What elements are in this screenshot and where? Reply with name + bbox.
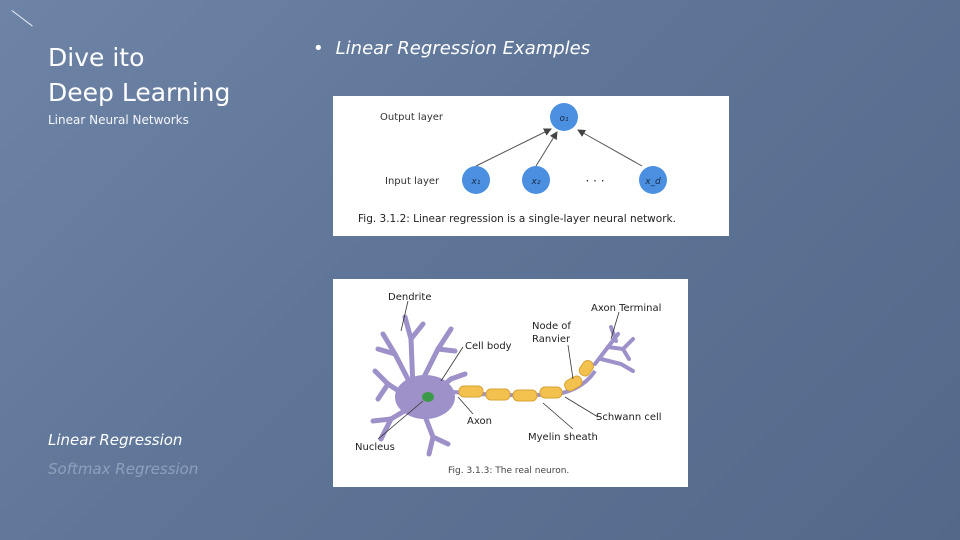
neuron-figure: Dendrite Axon Terminal Node of Ranvier C… [333,279,688,487]
presentation-title: Dive ito Deep Learning [48,40,230,110]
label-axon-terminal: Axon Terminal [591,303,661,314]
label-dendrite: Dendrite [388,292,432,303]
label-axon: Axon [467,416,492,427]
label-nucleus: Nucleus [355,442,395,453]
nav-item-linear-regression[interactable]: Linear Regression [48,431,183,449]
output-layer-label: Output layer [380,112,444,123]
node-xd [639,166,667,194]
network-figure: Output layer Input layer o₁ x₁ x₂ · · · … [333,96,729,236]
nucleus [422,392,434,402]
slide-heading-text: Linear Regression Examples [335,38,591,59]
title-line-1: Dive ito [48,43,145,72]
nodes-ellipsis: · · · [585,174,604,188]
title-line-2: Deep Learning [48,78,231,107]
slide-heading: • Linear Regression Examples [313,38,590,59]
edge-x2-o1 [535,131,558,167]
label-node-of-ranvier-1: Node of [532,321,571,332]
figure2-caption: Fig. 3.1.3: The real neuron. [448,466,569,476]
axon-terminal [593,325,635,373]
network-diagram: Output layer Input layer o₁ x₁ x₂ · · · … [358,103,676,225]
presentation-subtitle: Linear Neural Networks [48,113,189,127]
node-x1-label: x₁ [471,177,481,187]
node-x1 [462,166,490,194]
input-layer-label: Input layer [385,176,440,187]
node-o1 [550,103,578,131]
node-x2 [522,166,550,194]
nav-item-softmax-regression[interactable]: Softmax Regression [48,460,199,478]
node-x2-label: x₂ [531,177,541,187]
myelin-sheath [458,360,595,402]
label-node-of-ranvier-2: Ranvier [532,334,571,345]
node-xd-label: x_d [644,177,661,187]
label-cell-body: Cell body [465,341,512,352]
edge-xd-o1 [577,129,643,167]
node-o1-label: o₁ [559,114,569,124]
neuron-diagram: Dendrite Axon Terminal Node of Ranvier C… [355,292,662,476]
label-myelin-sheath: Myelin sheath [528,432,598,443]
bullet-icon: • [313,38,324,59]
pointer-lines [377,300,620,440]
figure1-caption: Fig. 3.1.2: Linear regression is a singl… [358,213,676,225]
label-schwann-cell: Schwann cell [596,412,662,423]
edge-x1-o1 [475,128,552,167]
corner-decoration [11,10,33,27]
